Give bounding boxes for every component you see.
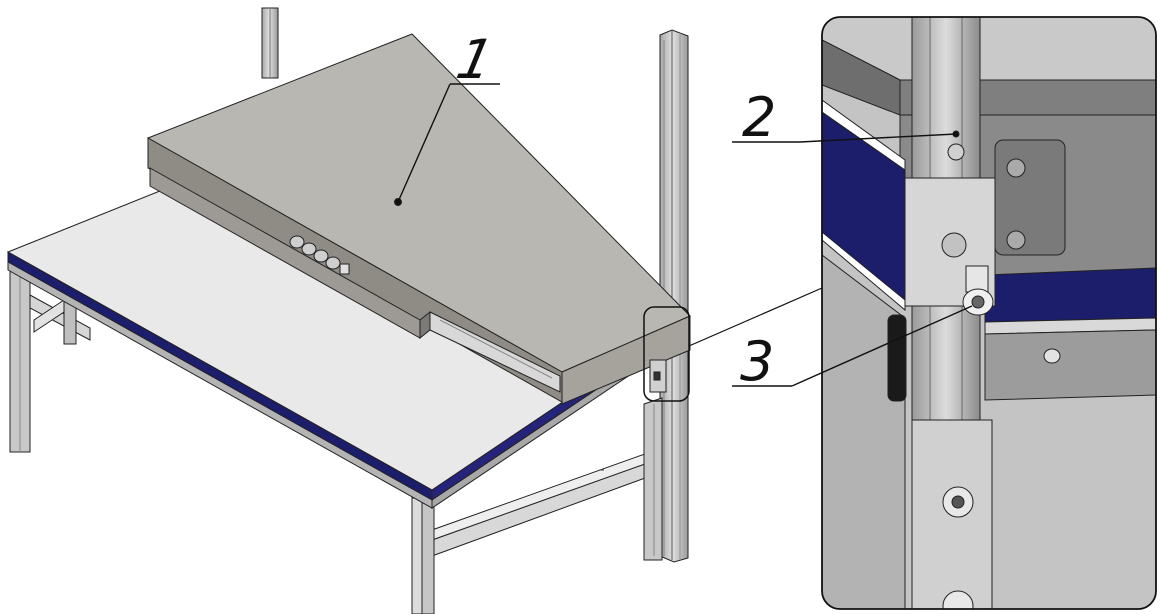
callout-3-label: 3: [740, 330, 774, 393]
detail-leader-line: [688, 287, 823, 347]
callout-2: 2: [732, 86, 957, 149]
detail-marker: [643, 306, 690, 402]
callout-1-label: 1: [451, 28, 499, 91]
front-right-leg: [411, 491, 435, 614]
rear-left-upright: [261, 7, 279, 79]
socket-group: [289, 235, 350, 275]
callout-3: 3: [732, 305, 973, 393]
workbench-view: [6, 7, 691, 614]
rear-right-leg: [643, 397, 663, 561]
detail-frame: [821, 16, 1157, 610]
detail-view: [822, 17, 1156, 609]
callout-2-label: 2: [742, 86, 776, 149]
shelf-panel: [146, 33, 691, 405]
left-frame: [9, 261, 91, 453]
